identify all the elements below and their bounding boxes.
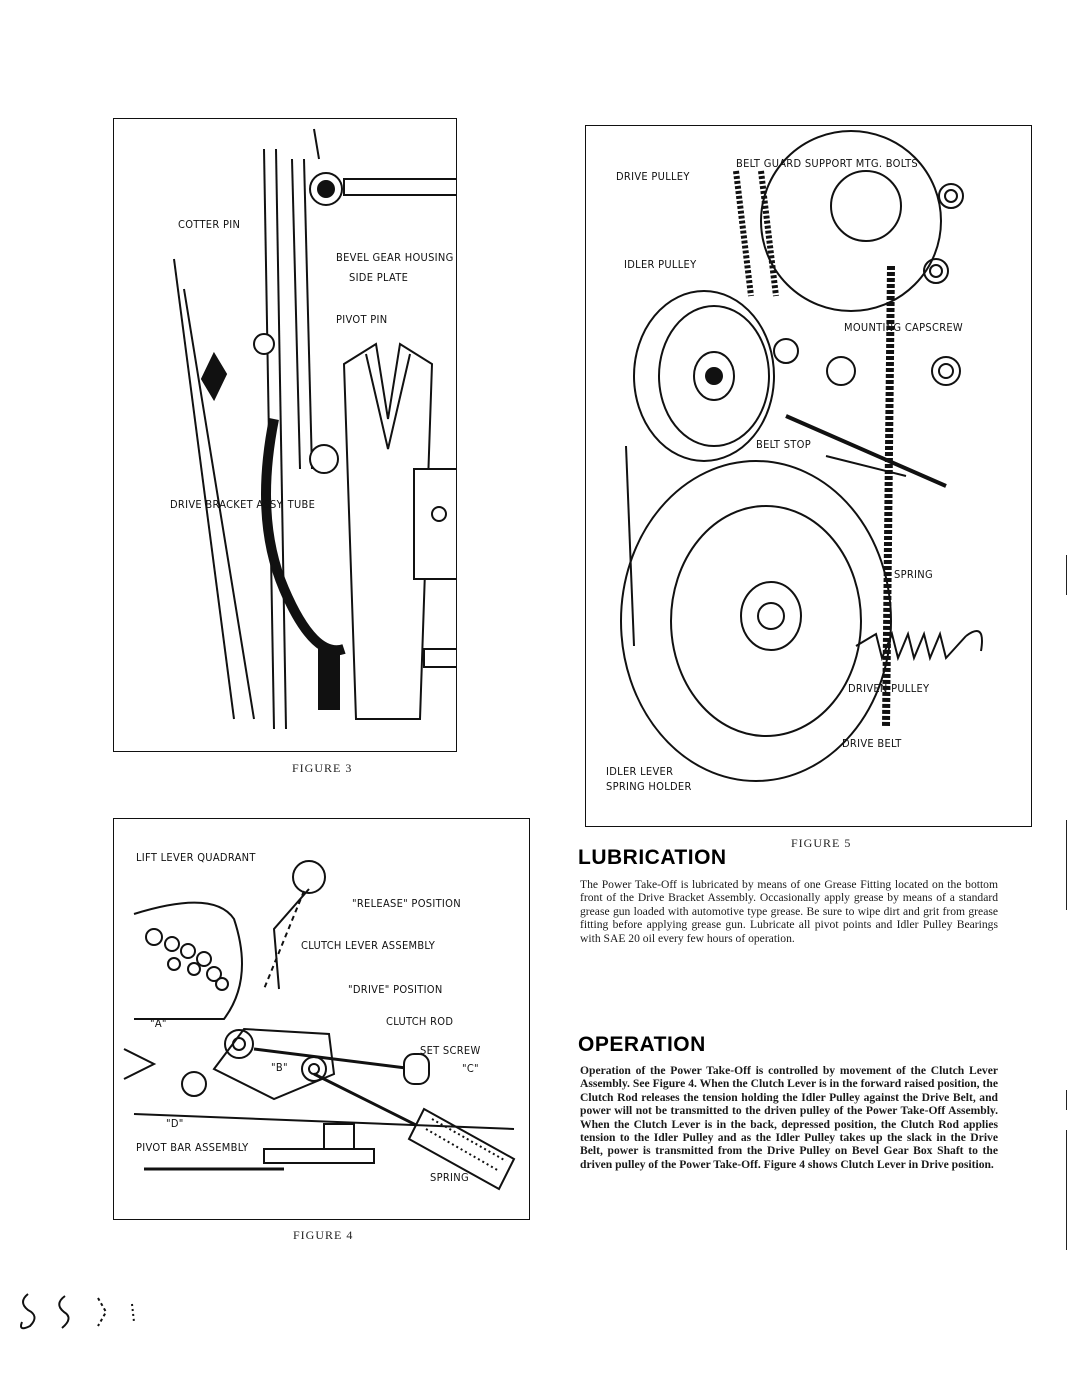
mounting-capscrew-label: MOUNTING CAPSCREW: [844, 322, 963, 335]
figure-4-caption: FIGURE 4: [293, 1228, 353, 1243]
belt-guard-label: BELT GUARD SUPPORT MTG. BOLTS: [736, 158, 918, 171]
pivot-pin-label: PIVOT PIN: [336, 314, 387, 327]
figure-5-drawing: [586, 126, 1031, 826]
idler-lever-label: IDLER LEVER: [606, 766, 673, 779]
lubrication-heading: LUBRICATION: [578, 846, 727, 870]
figure-5-illustration: BELT GUARD SUPPORT MTG. BOLTS DRIVE PULL…: [585, 125, 1032, 827]
margin-mark: [1066, 820, 1067, 910]
figure-4-drawing: [114, 819, 529, 1219]
operation-heading: OPERATION: [578, 1033, 706, 1057]
idler-pulley-label: IDLER PULLEY: [624, 259, 696, 272]
figure-3-caption: FIGURE 3: [292, 761, 352, 776]
belt-stop-label: BELT STOP: [756, 439, 811, 452]
figure-5-caption: FIGURE 5: [791, 836, 851, 851]
d-label: "D": [166, 1118, 184, 1131]
set-screw-label: SET SCREW: [420, 1045, 481, 1058]
driven-pulley-label: DRIVEN PULLEY: [848, 683, 929, 696]
drive-belt-label: DRIVE BELT: [842, 738, 902, 751]
clutch-rod-label: CLUTCH ROD: [386, 1016, 453, 1029]
pivot-bar-label: PIVOT BAR ASSEMBLY: [136, 1142, 248, 1155]
lubrication-paragraph: The Power Take-Off is lubricated by mean…: [580, 878, 998, 945]
side-plate-label: SIDE PLATE: [349, 272, 408, 285]
margin-mark: [1066, 1130, 1067, 1250]
cotter-pin-label: COTTER PIN: [178, 219, 240, 232]
spring-label: SPRING: [894, 569, 933, 582]
drive-bracket-label: DRIVE BRACKET ASSY. TUBE: [170, 499, 315, 512]
c-label: "C": [462, 1063, 479, 1076]
spring-holder-label: SPRING HOLDER: [606, 781, 692, 794]
b-label: "B": [271, 1062, 288, 1075]
figure-3-drawing: [114, 119, 456, 751]
margin-mark: [1066, 1090, 1067, 1110]
clutch-lever-label: CLUTCH LEVER ASSEMBLY: [301, 940, 435, 953]
spring-label-fig4: SPRING: [430, 1172, 469, 1185]
drive-pulley-label: DRIVE PULLEY: [616, 171, 690, 184]
figure-4-illustration: LIFT LEVER QUADRANT "RELEASE" POSITION C…: [113, 818, 530, 1220]
drive-position-label: "DRIVE" POSITION: [348, 984, 443, 997]
operation-paragraph: Operation of the Power Take-Off is contr…: [580, 1064, 998, 1171]
release-position-label: "RELEASE" POSITION: [352, 898, 461, 911]
lift-lever-label: LIFT LEVER QUADRANT: [136, 852, 256, 865]
margin-mark: [1066, 555, 1067, 595]
a-label: "A": [150, 1018, 167, 1031]
handwritten-mark: [10, 1282, 160, 1342]
bevel-gear-label: BEVEL GEAR HOUSING: [336, 252, 454, 265]
figure-3-illustration: COTTER PIN BEVEL GEAR HOUSING SIDE PLATE…: [113, 118, 457, 752]
